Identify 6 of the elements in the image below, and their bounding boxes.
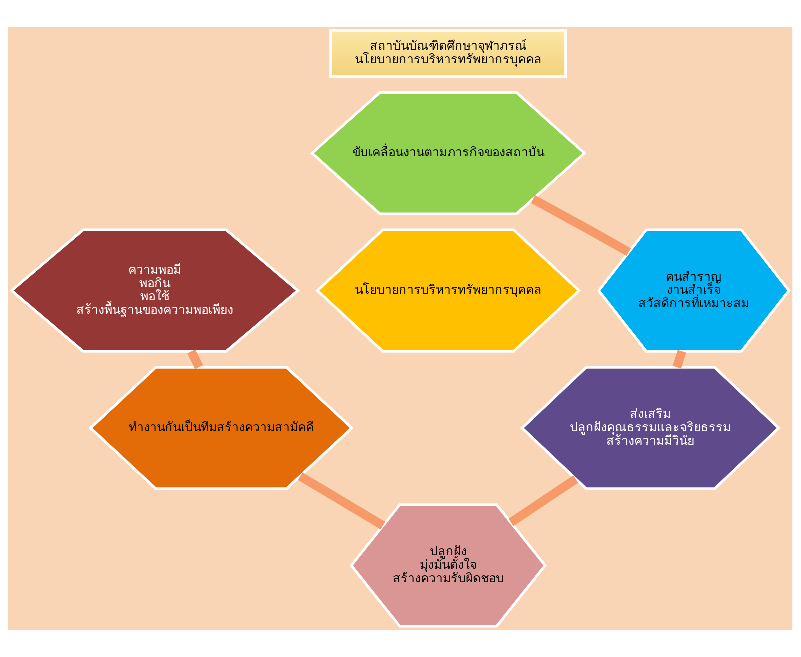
connector [531,196,632,256]
connector [672,350,686,369]
connector [508,476,578,526]
node-box: สถาบันบัณฑิตศึกษาจุฬาภรณ์ นโยบายการบริหารทรัพยากรบุคคล [330,29,568,78]
connector [188,350,204,370]
connector [298,472,386,530]
